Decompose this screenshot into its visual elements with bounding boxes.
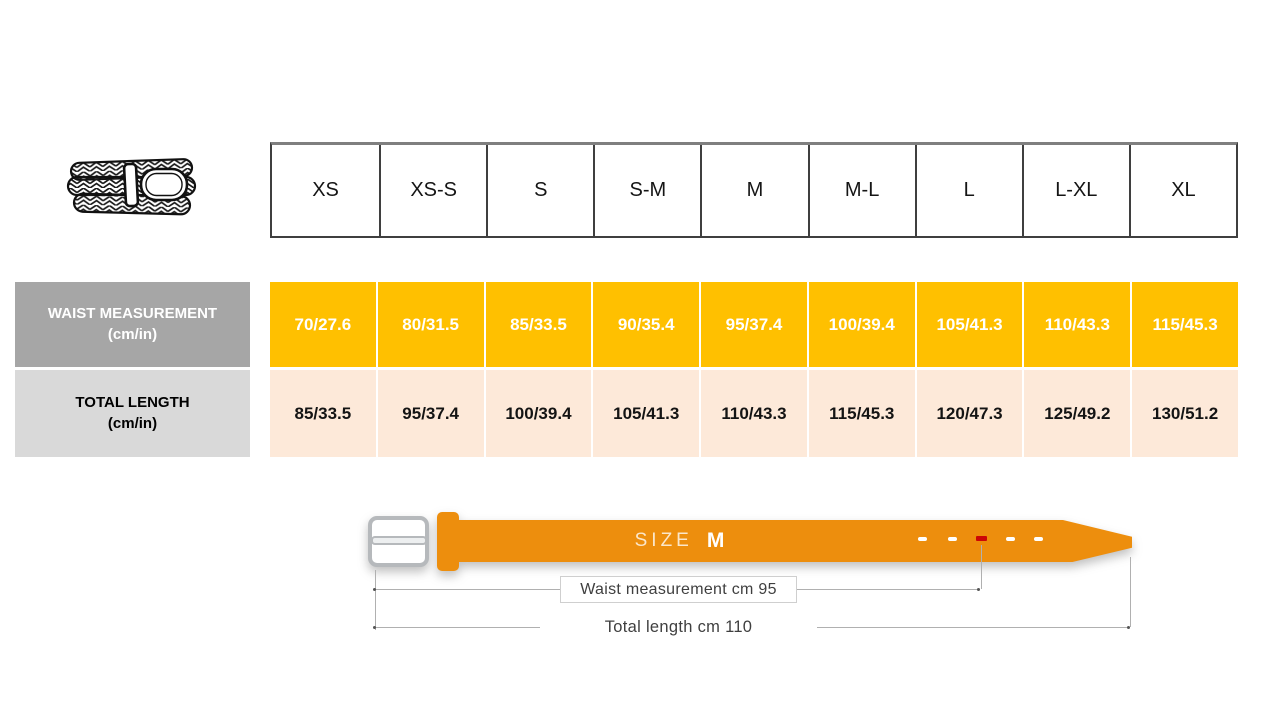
- measure-dot: [977, 588, 980, 591]
- length-label-line1: TOTAL LENGTH: [75, 394, 190, 412]
- waist-value-cell: 70/27.6: [270, 282, 376, 367]
- size-header-cell: XS-S: [379, 145, 486, 236]
- waist-annotation-box: Waist measurement cm 95: [560, 576, 797, 603]
- waist-value-cell: 85/33.5: [485, 282, 592, 367]
- length-value-cell: 125/49.2: [1024, 370, 1131, 457]
- belt-buckle-icon: [368, 516, 429, 567]
- waist-label-line2: (cm/in): [107, 325, 158, 343]
- measure-line-tip: [1130, 557, 1131, 627]
- length-value-cell: 120/47.3: [916, 370, 1023, 457]
- size-header-cell: L: [914, 145, 1022, 236]
- size-header-cell: XS: [312, 179, 339, 201]
- belt-size-text: SIZE M: [455, 520, 905, 562]
- measure-line-left: [375, 570, 376, 630]
- waist-value-cell: 115/45.3: [1132, 282, 1238, 367]
- belt-hole: [948, 537, 957, 541]
- length-value-cell: 95/37.4: [377, 370, 484, 457]
- size-header-cell: M: [700, 145, 807, 236]
- length-value-cell: 130/51.2: [1132, 370, 1238, 457]
- size-header-cell: XL: [1128, 145, 1236, 236]
- waist-value-cell: 90/35.4: [593, 282, 700, 367]
- belt-hole: [918, 537, 927, 541]
- length-value-cell: 85/33.5: [270, 370, 376, 457]
- length-label-line2: (cm/in): [107, 414, 158, 432]
- waist-measurement-cells: 70/27.6 80/31.5 85/33.5 90/35.4 95/37.4 …: [270, 282, 1238, 367]
- waist-value-cell: 110/43.3: [1024, 282, 1131, 367]
- size-header-cell: S: [486, 145, 593, 236]
- waist-value-cell: 105/41.3: [916, 282, 1023, 367]
- length-value-cell: 115/45.3: [808, 370, 915, 457]
- size-value: M: [706, 529, 726, 552]
- waist-value-cell: 100/39.4: [808, 282, 915, 367]
- size-label: SIZE: [634, 530, 693, 551]
- length-value-cell: 100/39.4: [485, 370, 592, 457]
- measure-dot: [373, 626, 376, 629]
- waist-measurement-label: WAIST MEASUREMENT (cm/in): [15, 282, 250, 367]
- measure-dot: [1127, 626, 1130, 629]
- waist-value-cell: 80/31.5: [377, 282, 484, 367]
- measure-dot: [373, 588, 376, 591]
- belt-hole: [1006, 537, 1015, 541]
- size-header-cell: L-XL: [1021, 145, 1129, 236]
- waist-label-line1: WAIST MEASUREMENT: [47, 305, 218, 323]
- belt-hole: [1034, 537, 1043, 541]
- total-length-label: TOTAL LENGTH (cm/in): [15, 370, 250, 457]
- length-value-cell: 105/41.3: [593, 370, 700, 457]
- size-header-cell: S-M: [593, 145, 700, 236]
- length-value-cell: 110/43.3: [701, 370, 807, 457]
- total-length-annotation: Total length cm 110: [540, 615, 817, 639]
- braided-belt-icon: [64, 152, 204, 238]
- measure-line-hole: [981, 545, 982, 589]
- belt-buckle-prong: [371, 536, 427, 545]
- size-header-cell: M-L: [807, 145, 915, 236]
- total-length-cells: 85/33.5 95/37.4 100/39.4 105/41.3 110/43…: [270, 370, 1238, 457]
- waist-value-cell: 95/37.4: [701, 282, 807, 367]
- size-header-row: XS XS-S S S-M M M-L L L-XL XL: [270, 142, 1238, 238]
- belt-hole-selected: [976, 536, 987, 541]
